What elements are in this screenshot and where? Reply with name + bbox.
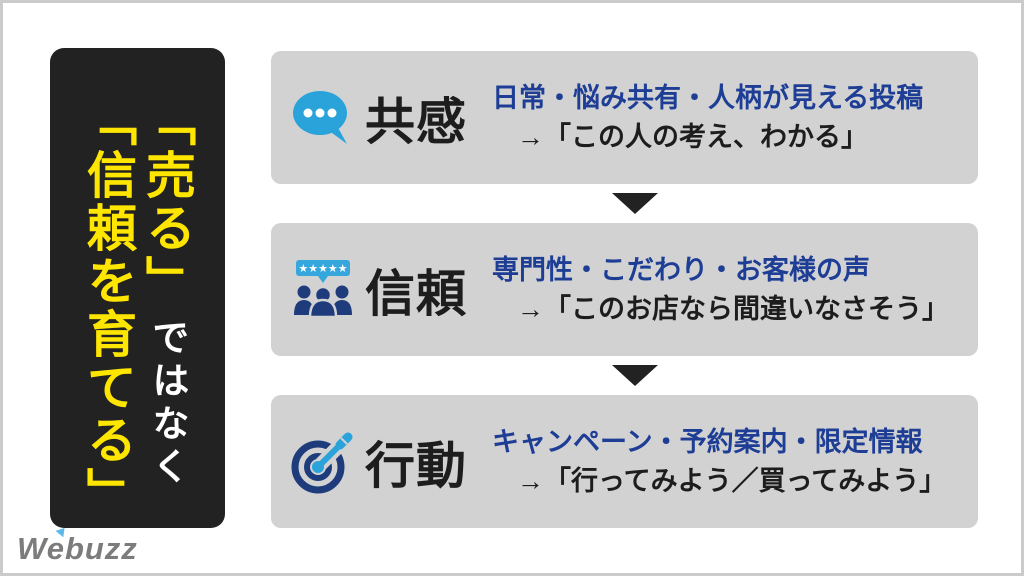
step-text-empathy: 日常・悩み共有・人柄が見える投稿 →「この人の考え、わかる」 <box>492 82 923 154</box>
step-description: 専門性・こだわり・お客様の声 <box>492 254 870 285</box>
step-quote: →「この人の考え、わかる」 <box>517 122 868 152</box>
arrow-row-1 <box>271 184 978 223</box>
step-title-trust: 信頼 <box>365 265 467 322</box>
step-quote: →「行ってみよう／買ってみよう」 <box>517 466 947 496</box>
down-arrow-icon <box>611 365 658 386</box>
speech-bubble-icon <box>293 90 347 144</box>
step-text-action: キャンペーン・予約案内・限定情報 →「行ってみよう／買ってみよう」 <box>492 426 946 498</box>
people-review-icon: ★★★★★ <box>294 259 352 318</box>
step-description: キャンペーン・予約案内・限定情報 <box>492 426 923 457</box>
svg-text:★★★★★: ★★★★★ <box>298 263 347 275</box>
step-description: 日常・悩み共有・人柄が見える投稿 <box>492 82 924 113</box>
step-text-trust: 専門性・こだわり・お客様の声 →「このお店なら間違いなさそう」 <box>492 254 949 326</box>
down-arrow-icon <box>611 193 658 214</box>
webuzz-logo: Webuzz <box>17 524 138 567</box>
step-box-action: 行動 キャンペーン・予約案内・限定情報 →「行ってみよう／買ってみよう」 <box>271 395 978 528</box>
step-box-trust: ★★★★★ 信頼 専門性・こだわり・お客様の声 →「このお店なら間違いなさそう」 <box>271 223 978 356</box>
arrow-row-2 <box>271 356 978 395</box>
banner-phrase-trust: 「信頼を育てる」 <box>80 96 136 520</box>
banner-phrase-sell: 「売る」 <box>139 96 195 308</box>
step-title-action: 行動 <box>365 437 467 494</box>
key-message-banner: 「売る」ではなく 「信頼を育てる」 <box>50 48 225 528</box>
steps-flow: 共感 日常・悩み共有・人柄が見える投稿 →「この人の考え、わかる」 ★★★★★ … <box>271 51 978 528</box>
logo-text: Webuzz <box>17 531 138 566</box>
banner-vertical-text: 「売る」ではなく 「信頼を育てる」 <box>75 48 200 528</box>
banner-column-2: 「信頼を育てる」 <box>80 96 136 528</box>
step-box-empathy: 共感 日常・悩み共有・人柄が見える投稿 →「この人の考え、わかる」 <box>271 51 978 184</box>
target-dart-icon <box>291 432 353 493</box>
banner-column-1: 「売る」ではなく <box>139 96 195 528</box>
banner-phrase-not: ではなく <box>147 318 188 490</box>
step-title-empathy: 共感 <box>365 93 467 150</box>
step-quote: →「このお店なら間違いなさそう」 <box>517 294 949 324</box>
